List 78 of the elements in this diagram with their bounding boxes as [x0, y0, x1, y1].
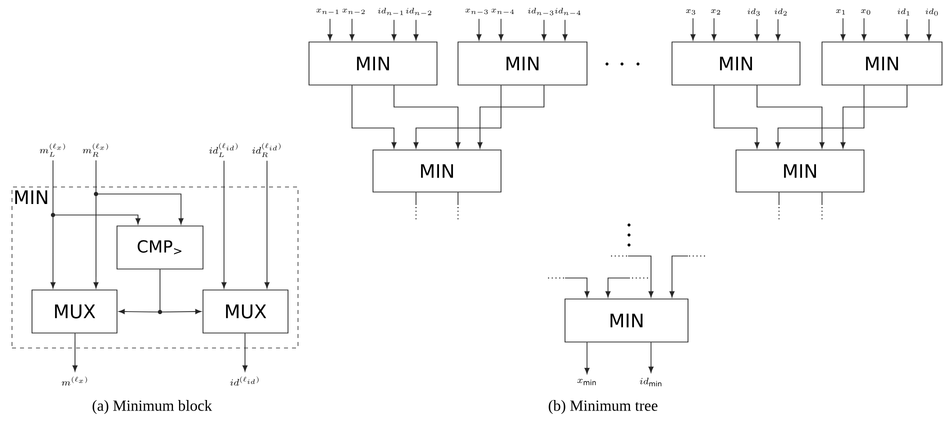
- arrow: [394, 85, 460, 148]
- signal-label: $m_R^{(\ell_x)}$: [82, 143, 108, 157]
- arrow: [118, 309, 160, 314]
- block-box: MIN: [672, 42, 800, 86]
- arrow: [712, 18, 716, 40]
- arrow: [628, 256, 654, 298]
- arrow: [840, 85, 908, 148]
- arrow: [776, 85, 864, 148]
- arrow: [564, 278, 590, 298]
- signal-label: $id_0$: [926, 8, 938, 16]
- block-box: MUX: [32, 290, 118, 334]
- arrow: [606, 278, 630, 298]
- wire-stub: [778, 192, 780, 206]
- signal-label: $x_{n-3}$: [466, 8, 488, 14]
- arrow: [476, 18, 482, 40]
- arrow: [52, 214, 140, 224]
- signal-label: $id_{n-1}$: [378, 8, 403, 16]
- arrow: [690, 18, 696, 40]
- signal-label: $id_{n-4}$: [555, 8, 580, 16]
- arrow: [776, 18, 780, 40]
- arrow: [392, 20, 396, 40]
- signal-label: $id_2$: [774, 8, 787, 16]
- arrow: [926, 18, 932, 40]
- block-box: MIN: [564, 298, 688, 342]
- wire: [52, 160, 54, 216]
- signal-label: $m_L^{(\ell_x)}$: [40, 143, 65, 157]
- signal-label: $x_1$: [836, 9, 845, 14]
- block-box: MIN: [736, 150, 864, 192]
- arrow: [648, 342, 654, 373]
- arrow: [498, 18, 504, 40]
- signal-label: $m^{(\ell_x)}$: [62, 376, 87, 386]
- caption: (b) Minimum tree: [548, 400, 658, 414]
- arrow: [478, 85, 544, 148]
- arrow: [414, 85, 502, 148]
- signal-label: $id_L^{(\ell_{id})}$: [209, 143, 238, 157]
- caption: (a) Minimum block: [92, 400, 212, 414]
- block-box: MIN: [822, 42, 942, 86]
- signal-label: $x_{n-2}$: [342, 8, 365, 14]
- signal-label: $x_3$: [686, 9, 696, 15]
- signal-label: $id_R^{(\ell_{id})}$: [252, 143, 281, 158]
- signal-label: $x_{n-1}$: [316, 8, 338, 14]
- arrow: [542, 20, 546, 40]
- signal-label: $x_{n-4}$: [492, 8, 514, 14]
- signal-label: $x_{\min}$: [578, 378, 596, 386]
- arrow: [756, 85, 825, 148]
- arrow: [350, 18, 354, 40]
- signal-label: $id_{\min}$: [640, 378, 662, 386]
- block-box: MIN: [308, 42, 438, 86]
- block-box: MUX: [202, 290, 288, 334]
- arrow: [94, 194, 98, 288]
- arrow: [160, 309, 202, 314]
- signal-label: $id_{n-3}$: [528, 8, 554, 16]
- signal-label: $x_0$: [861, 9, 870, 15]
- block-box: MIN: [458, 42, 588, 86]
- block-box: MIN: [372, 150, 502, 192]
- arrow: [862, 18, 867, 40]
- arrow: [242, 333, 248, 372]
- arrow: [714, 85, 760, 148]
- arrow: [670, 256, 688, 298]
- signal-label: $id^{(\ell_{id})}$: [230, 376, 259, 386]
- signal-label: $id_3$: [748, 8, 760, 16]
- arrow: [264, 160, 270, 288]
- arrow: [904, 18, 910, 40]
- arrow: [562, 20, 568, 40]
- signal-label: $x_2$: [711, 9, 720, 14]
- block-box: CMP$_{>}$: [116, 226, 204, 270]
- arrow: [222, 160, 227, 288]
- arrow: [352, 85, 396, 148]
- arrow: [328, 18, 332, 40]
- arrow: [96, 194, 184, 224]
- arrow: [584, 342, 590, 374]
- signal-label: $id_1$: [898, 8, 910, 16]
- arrow: [840, 18, 846, 40]
- arrow: [754, 18, 760, 40]
- arrow: [414, 20, 418, 40]
- signal-label: $id_{n-2}$: [406, 8, 432, 16]
- arrow: [50, 214, 56, 288]
- arrow: [72, 333, 78, 372]
